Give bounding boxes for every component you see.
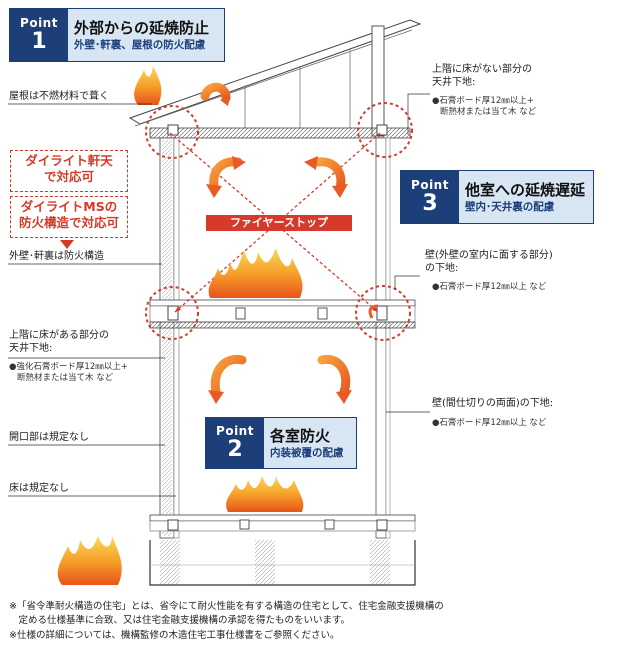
point-2-badge: Point 2 <box>206 418 264 468</box>
wall-label: 外壁･軒裏は防火構造 <box>9 251 104 262</box>
leader-lines <box>8 93 430 497</box>
flame-icons <box>57 66 304 585</box>
daylite-ms-line-1: ダイライトMSの <box>20 199 118 214</box>
point-1-box: Point 1 外部からの延焼防止 外壁･軒裏、屋根の防火配慮 <box>9 8 225 62</box>
ceiling-lower-title-1: 上階に床がある部分の <box>9 330 109 341</box>
daylite-ms-line-2: 防火構造で対応可 <box>18 215 119 230</box>
point-2-title: 各室防火 <box>270 426 331 445</box>
point-1-subtitle: 外壁･軒裏、屋根の防火配慮 <box>74 38 206 51</box>
fire-spread-lines <box>169 132 381 313</box>
floor-label: 床は規定なし <box>9 483 69 494</box>
exterior-interior-wall-title-1: 壁(外壁の室内に面する部分) <box>425 250 553 261</box>
point-1-badge: Point 1 <box>10 9 68 61</box>
firestop-label: ファイヤーストップ <box>206 215 352 231</box>
daylite-ms-callout: ダイライトMSの 防火構造で対応可 <box>10 196 128 238</box>
daylite-soffit-line-1: ダイライト軒天 <box>25 153 113 168</box>
opening-label: 開口部は規定なし <box>9 432 89 443</box>
point-1-title: 外部からの延焼防止 <box>74 18 210 37</box>
fire-direction-arrows <box>200 82 351 397</box>
arrow-heads <box>206 96 352 404</box>
ceiling-upper-spec-2: 断熱材または当て木 など <box>440 107 537 117</box>
foundation <box>149 540 416 586</box>
mid-floor <box>149 299 416 329</box>
interior-partition-wall <box>375 137 391 539</box>
point-3-title: 他室への延焼遅延 <box>465 180 586 199</box>
ground-floor <box>149 514 416 532</box>
ceiling-lower-spec-1: ●強化石膏ボード厚12㎜以上+ <box>9 362 128 372</box>
point-1-number: 1 <box>31 28 47 54</box>
ceiling-upper-spec-1: ●石膏ボード厚12㎜以上+ <box>432 96 534 106</box>
point-2-box: Point 2 各室防火 内装被覆の配慮 <box>205 417 357 469</box>
footnote-1: ※「省令準耐火構造の住宅」とは、省令にて耐火性能を有する構造の住宅として、住宅金… <box>9 601 444 612</box>
point-3-badge: Point 3 <box>401 171 459 223</box>
ceiling-upper-title-1: 上階に床がない部分の <box>432 64 532 75</box>
callout-pointer-icon <box>60 240 74 249</box>
point-3-subtitle: 壁内･天井裏の配慮 <box>465 200 555 213</box>
point-3-box: Point 3 他室への延焼遅延 壁内･天井裏の配慮 <box>400 170 594 224</box>
ceiling-upper-title-2: 天井下地: <box>432 77 476 88</box>
exterior-interior-wall-title-2: の下地: <box>425 263 459 274</box>
point-2-subtitle: 内装被覆の配慮 <box>270 446 344 459</box>
footnote-3: ※仕様の詳細については、機構監修の木造住宅工事仕様書をご参照ください。 <box>9 630 340 641</box>
footnote-2: 定める仕様基準に合致、又は住宅金融支援機構の承認を得たものをいいます。 <box>9 615 351 626</box>
point-3-label: Point <box>411 177 449 192</box>
daylite-soffit-line-2: で対応可 <box>43 169 94 184</box>
partition-wall-spec: ●石膏ボード厚12㎜以上 など <box>432 418 547 428</box>
upper-ceiling <box>149 124 411 139</box>
ceiling-lower-spec-2: 断熱材または当て木 など <box>17 373 114 383</box>
point-2-label: Point <box>216 423 254 438</box>
roof-label: 屋根は不燃材料で葺く <box>9 91 109 102</box>
point-2-number: 2 <box>227 436 243 462</box>
exterior-wall <box>159 137 180 539</box>
partition-wall-title: 壁(間仕切りの両面)の下地: <box>432 398 554 409</box>
exterior-interior-wall-spec: ●石膏ボード厚12㎜以上 など <box>432 282 547 292</box>
firestop-curl-icon <box>368 304 379 319</box>
fire-stop-circles <box>145 102 413 341</box>
ceiling-lower-title-2: 天井下地: <box>9 343 53 354</box>
point-1-label: Point <box>20 15 58 30</box>
point-3-number: 3 <box>422 190 438 216</box>
daylite-soffit-callout: ダイライト軒天 で対応可 <box>10 150 128 192</box>
